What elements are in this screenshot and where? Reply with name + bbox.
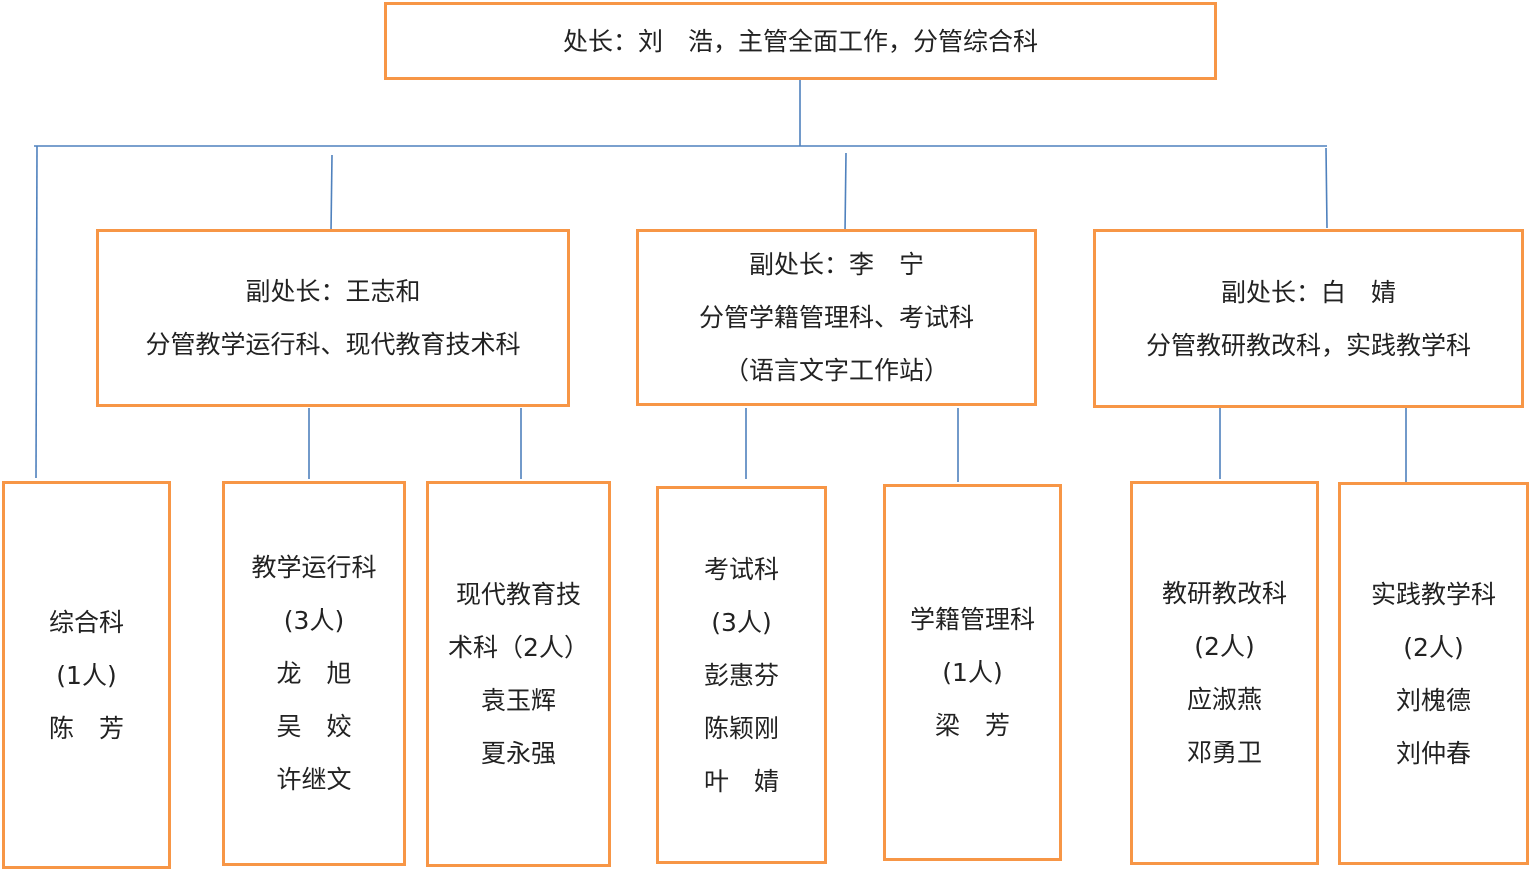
deputy-box-bai: 副处长：白 婧分管教研教改科，实践教学科 <box>1093 229 1524 408</box>
deputy-box-wang: 副处长：王志和分管教学运行科、现代教育技术科 <box>96 229 570 407</box>
box-text-line: 吴 姣 <box>276 712 352 741</box>
box-text-line: 综合科 <box>48 607 124 637</box>
section-box-teaching-operations: 教学运行科 (3人) 龙 旭吴 姣许继文 <box>222 481 406 866</box>
box-text-line: (1人) <box>56 660 117 690</box>
section-box-practice-teaching: 实践教学科 (2人) 刘槐德刘仲春 <box>1338 482 1529 865</box>
box-text-line: (1人) <box>942 658 1003 687</box>
box-text-line: 术科（2人） <box>448 633 589 662</box>
box-text-line: (3人) <box>711 607 772 637</box>
section-box-examination: 考试科 (3人) 彭惠芬陈颖刚叶 婧 <box>656 486 827 864</box>
box-text-line: 刘仲春 <box>1395 738 1471 768</box>
box-text-line: 分管学籍管理科、考试科 <box>698 303 974 332</box>
box-text-line: (3人) <box>283 606 345 635</box>
box-text-line: 刘槐德 <box>1395 685 1471 715</box>
box-text-line: 教学运行科 <box>251 553 377 582</box>
connector <box>1325 147 1328 229</box>
section-box-edu-technology: 现代教育技术科（2人） 袁玉辉夏永强 <box>426 481 611 867</box>
box-text-line: 分管教学运行科、现代教育技术科 <box>145 330 521 359</box>
box-text-line: 现代教育技 <box>455 580 581 609</box>
box-text-line: 分管教研教改科，实践教学科 <box>1145 330 1471 360</box>
box-text-line: 陈 芳 <box>48 713 124 743</box>
box-text-line: 副处长：王志和 <box>245 277 421 306</box>
connector <box>844 152 847 233</box>
box-text-line: 考试科 <box>703 554 779 584</box>
box-text-line: 许继文 <box>276 765 352 794</box>
box-text-line: 梁 芳 <box>934 711 1010 740</box>
box-text-line: 邓勇卫 <box>1186 738 1262 767</box>
director-box: 处长：刘 浩，主管全面工作，分管综合科 <box>384 2 1217 80</box>
box-text-line: (2人) <box>1403 632 1464 662</box>
box-text-line: 袁玉辉 <box>480 686 556 715</box>
box-text-line: 应淑燕 <box>1186 685 1262 714</box>
box-text-line: 学籍管理科 <box>909 605 1035 634</box>
section-box-general: 综合科 (1人) 陈 芳 <box>2 481 171 869</box>
deputy-box-li: 副处长：李 宁分管学籍管理科、考试科 （语言文字工作站） <box>636 229 1037 406</box>
box-text-line: 陈颖刚 <box>703 713 779 743</box>
box-text-line: 副处长：李 宁 <box>748 250 924 279</box>
box-text-line: 副处长：白 婧 <box>1220 277 1396 307</box>
box-text-line: 实践教学科 <box>1370 579 1496 609</box>
box-text-line: 教研教改科 <box>1161 579 1287 608</box>
box-text-line: （语言文字工作站） <box>723 356 949 385</box>
box-text-line: 夏永强 <box>480 739 556 768</box>
section-box-teaching-research: 教研教改科 (2人) 应淑燕邓勇卫 <box>1130 481 1319 865</box>
box-text-line: 彭惠芬 <box>703 660 779 690</box>
connector <box>330 154 333 233</box>
box-text-line: (2人) <box>1194 632 1255 661</box>
box-text-line: 龙 旭 <box>276 659 352 688</box>
connector <box>35 145 38 479</box>
box-text-line: 处长：刘 浩，主管全面工作，分管综合科 <box>562 26 1038 56</box>
section-box-student-records: 学籍管理科 (1人) 梁 芳 <box>883 484 1062 861</box>
box-text-line: 叶 婧 <box>703 766 779 796</box>
